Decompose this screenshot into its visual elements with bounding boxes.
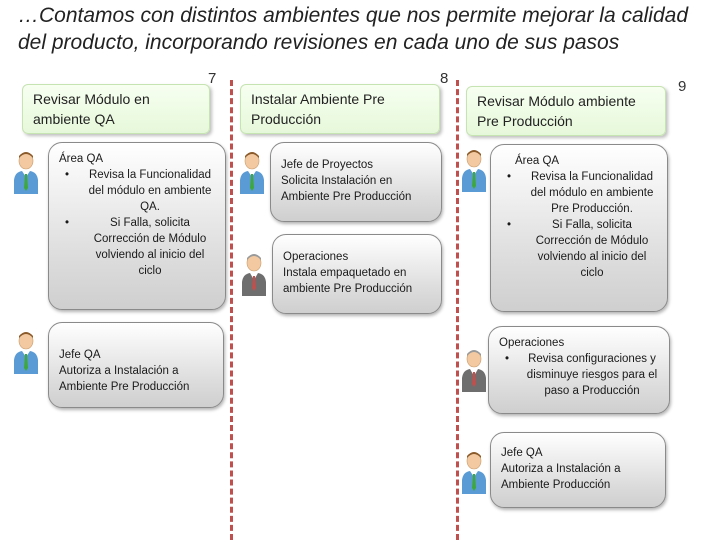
card-head: Área QA xyxy=(59,153,104,165)
bullet-item: Revisa la Funcionalidad del módulo en am… xyxy=(507,169,657,217)
card-head: Operaciones xyxy=(499,337,565,349)
bullet-list: Revisa configuraciones y disminuye riesg… xyxy=(499,351,659,399)
person-green-tie-icon xyxy=(12,330,40,378)
card-line: Ambiente Producción xyxy=(501,479,611,491)
step-header-9: Revisar Módulo ambiente Pre Producción xyxy=(466,86,666,136)
step-header-7: Revisar Módulo en ambiente QA xyxy=(22,84,210,134)
bullet-list: Revisa la Funcionalidad del módulo en am… xyxy=(501,169,657,281)
card-line: Ambiente Pre Producción xyxy=(59,381,190,393)
bullet-item: Si Falla, solicita Corrección de Módulo … xyxy=(507,217,657,281)
card-line: Ambiente Pre Producción xyxy=(281,191,412,203)
step-number-8: 8 xyxy=(440,70,449,87)
step-header-8: Instalar Ambiente Pre Producción xyxy=(240,84,440,134)
bullet-item: Revisa configuraciones y disminuye riesg… xyxy=(505,351,659,399)
card-line: ambiente Pre Producción xyxy=(283,283,413,295)
qa-chief-card: Jefe QA Autoriza a Instalación a Ambient… xyxy=(48,322,224,408)
person-green-tie-icon xyxy=(460,450,488,498)
column-divider-left xyxy=(230,80,233,540)
card-head: Jefe QA xyxy=(501,447,543,459)
person-green-tie-icon xyxy=(238,150,266,198)
qa-chief-prod-card: Jefe QA Autoriza a Instalación a Ambient… xyxy=(490,432,666,508)
card-head: Jefe de Proyectos xyxy=(281,159,374,171)
card-head: Área QA xyxy=(515,155,560,167)
operations-config-card: Operaciones Revisa configuraciones y dis… xyxy=(488,326,670,414)
column-divider-right xyxy=(456,80,459,540)
person-green-tie-icon xyxy=(12,150,40,198)
step-number-7: 7 xyxy=(208,70,217,87)
card-line: Instala empaquetado en xyxy=(283,267,407,279)
bullet-list: Revisa la Funcionalidad del módulo en am… xyxy=(59,167,215,279)
card-line: Autoriza a Instalación a xyxy=(501,463,621,475)
person-gray-suit-icon xyxy=(460,348,488,396)
person-gray-suit-icon xyxy=(240,252,268,300)
bullet-item: Si Falla, solicita Corrección de Módulo … xyxy=(65,215,215,279)
card-head: Operaciones xyxy=(283,251,349,263)
card-line: Solicita Instalación en xyxy=(281,175,393,187)
card-line: Autoriza a Instalación a xyxy=(59,365,179,377)
bullet-item: Revisa la Funcionalidad del módulo en am… xyxy=(65,167,215,215)
qa-review-card: Área QA Revisa la Funcionalidad del módu… xyxy=(48,142,226,310)
card-head: Jefe QA xyxy=(59,349,101,361)
step-number-9: 9 xyxy=(678,78,687,95)
person-green-tie-icon xyxy=(460,148,488,196)
project-chief-card: Jefe de Proyectos Solicita Instalación e… xyxy=(270,142,442,222)
qa-preprod-review-card: Área QA Revisa la Funcionalidad del módu… xyxy=(490,144,668,312)
operations-install-card: Operaciones Instala empaquetado en ambie… xyxy=(272,234,442,314)
page-title: …Contamos con distintos ambientes que no… xyxy=(18,4,689,54)
